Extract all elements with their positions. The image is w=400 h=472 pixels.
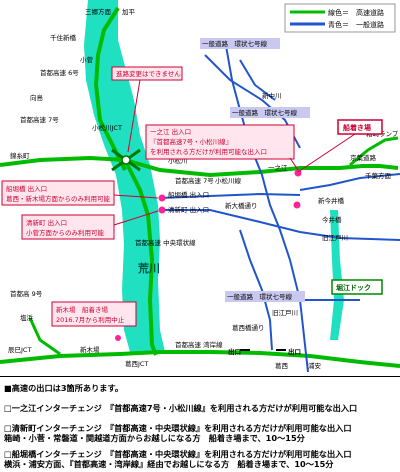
callout-funabori-title: 船堀橋 出入口: [6, 184, 47, 193]
label-arakawa: 荒川: [137, 261, 160, 275]
callout-seishin-leader: [113, 210, 159, 226]
label-shuto7-left: 首都高速 7号: [20, 115, 59, 124]
shinkiba-dot: [115, 335, 121, 341]
label-kasai-road: 葛西橋通り: [232, 323, 265, 332]
road-kannana-north: [224, 39, 309, 373]
label-kyu-edogawa-lower: 旧江戸川: [272, 309, 298, 317]
road-kasai: [239, 229, 273, 351]
callout-shinkiba-line2: 2016.7月から利用中止: [56, 315, 125, 324]
ken7-label-top: 一般道路 環状七号線: [202, 39, 268, 48]
label-kinshicho: 錦糸町: [10, 151, 30, 160]
label-shinohashi: 新大橋通り: [225, 201, 258, 210]
expressway-route6: [93, 6, 127, 171]
ken7-box-top: [200, 38, 280, 49]
notes-heading: ■高速の出口は3箇所あります。: [4, 383, 124, 393]
label-central-loop: 首都高速 中央環状線: [135, 238, 196, 247]
label-shuto9: 首都高 9号: [10, 289, 43, 298]
ken7-label-bottom: 一般道路 環状七号線: [227, 292, 293, 301]
exit-label-right: 出口: [288, 347, 301, 356]
exit-dot-seishincho: [158, 206, 166, 214]
callout-funatsuki-leader: [297, 133, 356, 173]
expressway-bayshore: [0, 350, 400, 368]
notes-section: ■高速の出口は3箇所あります。 □一之江インターチェンジ 『首都高速7号・小松川…: [0, 376, 400, 472]
label-kyu-edogawa: 旧江戸川: [322, 234, 348, 242]
label-chiba: 千葉方面: [365, 171, 392, 180]
label-tatsumi: 辰巳JCT: [8, 346, 31, 354]
callout-funatsuki-text: 船着き場: [343, 123, 371, 132]
legend-expressway-label: 線色＝ 高速道路: [328, 8, 384, 17]
access-map: 線色＝ 高速道路 青色＝ 一般道路 三郷方面 加平 千住新橋 小菅 首都高速 6…: [0, 0, 400, 373]
label-seishincho-exit: 清新町 出入口: [168, 205, 209, 214]
label-kosuge: 小菅: [80, 55, 94, 64]
callout-shinkiba-title: 新木場 船着き場: [56, 305, 109, 314]
label-misato: 三郷方面: [85, 7, 112, 16]
callout-horie-dock-text: 堀江ドック: [336, 283, 371, 292]
label-kasai: 葛西: [275, 361, 289, 370]
callout-horie-dock: [331, 279, 383, 295]
ken7-box-bottom: [225, 291, 305, 302]
label-shuto6: 首都高速 6号: [40, 68, 79, 77]
label-imaibashi: 今井橋: [322, 215, 342, 224]
label-keiyo: 京葉道路: [350, 153, 377, 162]
ken7-label-mid: 一般道路 環状七号線: [232, 108, 298, 117]
note-item-2a: □清新町インターチェンジ 『首都高速・中央環状線』を利用される方だけが利用可能な…: [4, 423, 352, 433]
expressway-route9: [28, 317, 61, 356]
dock-dot: [293, 201, 301, 209]
label-kasai-jct: 葛西JCT: [125, 359, 148, 368]
naka-river: [330, 210, 344, 340]
label-ichinoe: 一之江: [268, 163, 288, 172]
callout-ichinoe-leader: [289, 157, 299, 171]
road-branch-b: [239, 59, 276, 101]
callout-ichinoe-title: 一之江 出入口: [150, 127, 191, 136]
note-item-3b: 横浜・浦安方面、『首都高速・湾岸線』経由でお越しになる方 船着き場まで、10〜1…: [4, 459, 334, 469]
legend: 線色＝ 高速道路 青色＝ 一般道路: [284, 3, 396, 33]
exit-dot-funabori: [158, 194, 166, 202]
callout-funabori-leader: [113, 194, 159, 199]
callout-ichinoe-line3: を利用される方だけが利用可能な出入口: [150, 147, 267, 156]
label-shinmachi: 新今井橋: [318, 196, 345, 205]
label-komatsugawa: 小松川: [168, 156, 188, 165]
callout-seishin-line2: 小菅方面からのみ利用可能: [26, 228, 105, 237]
callout-seishin: [21, 214, 115, 240]
label-shinkiba: 新木場: [80, 345, 100, 354]
arakawa-river: [84, 0, 165, 352]
expressway-keiyo: [349, 136, 399, 167]
road-funabori: [159, 192, 301, 199]
label-bayshore: 首都高速 湾岸線: [175, 340, 223, 349]
label-shinnakagawa: 新中川: [262, 91, 282, 100]
callout-no-route-change-leader: [127, 79, 141, 153]
label-kahei: 加平: [122, 7, 136, 16]
callout-shinkiba: [51, 301, 137, 327]
expressway-central-loop: [123, 159, 158, 356]
road-14: [299, 173, 400, 191]
label-shiohama: 塩浜: [20, 313, 34, 322]
label-kohoku: 向島: [30, 93, 44, 102]
label-route7: 首都高速 7号: [175, 176, 214, 185]
label-komatsugawa-jct: 小松川JCT: [92, 123, 122, 132]
callout-funabori: [1, 180, 115, 206]
note-item-2b: 箱崎・小菅・常磐道・関越道方面からお越しになる方 船着き場まで、10〜15分: [4, 433, 305, 443]
callout-funatsuki: [337, 119, 383, 135]
note-item-1: □一之江インターチェンジ 『首都高速7号・小松川線』を利用される方だけが利用可能…: [4, 403, 358, 413]
callout-no-route-change-text: 進路変更はできません: [116, 69, 181, 78]
callout-ichinoe-line2: 『首都高速7号・小松川線』: [150, 137, 232, 146]
callout-funabori-line2: 葛西・新木場方面からのみ利用可能: [6, 194, 111, 203]
komatsugawa-jct-marker: [111, 148, 141, 172]
callout-seishin-title: 清新町 出入口: [26, 218, 67, 227]
label-funabori-exit: 船堀橋 出入口: [168, 190, 209, 199]
label-urayasu: 浦安: [308, 361, 322, 370]
legend-general-label: 青色＝ 一般道路: [328, 20, 384, 29]
expressway-route7: [0, 155, 399, 178]
exit-label-left: 出口: [228, 347, 241, 356]
ken7-box-mid: [230, 107, 310, 118]
road-shinohashi: [160, 209, 400, 241]
label-senju-shinbashi: 千住新橋: [50, 33, 77, 42]
callout-no-route-change: [111, 66, 183, 81]
callout-ichinoe-exit: [145, 124, 295, 160]
note-item-3a: □船堀橋インターチェンジ 『首都高速・中央環状線』を利用される方だけが利用可能な…: [4, 449, 352, 459]
label-komatsugawa-line: 小松川線: [215, 176, 242, 185]
